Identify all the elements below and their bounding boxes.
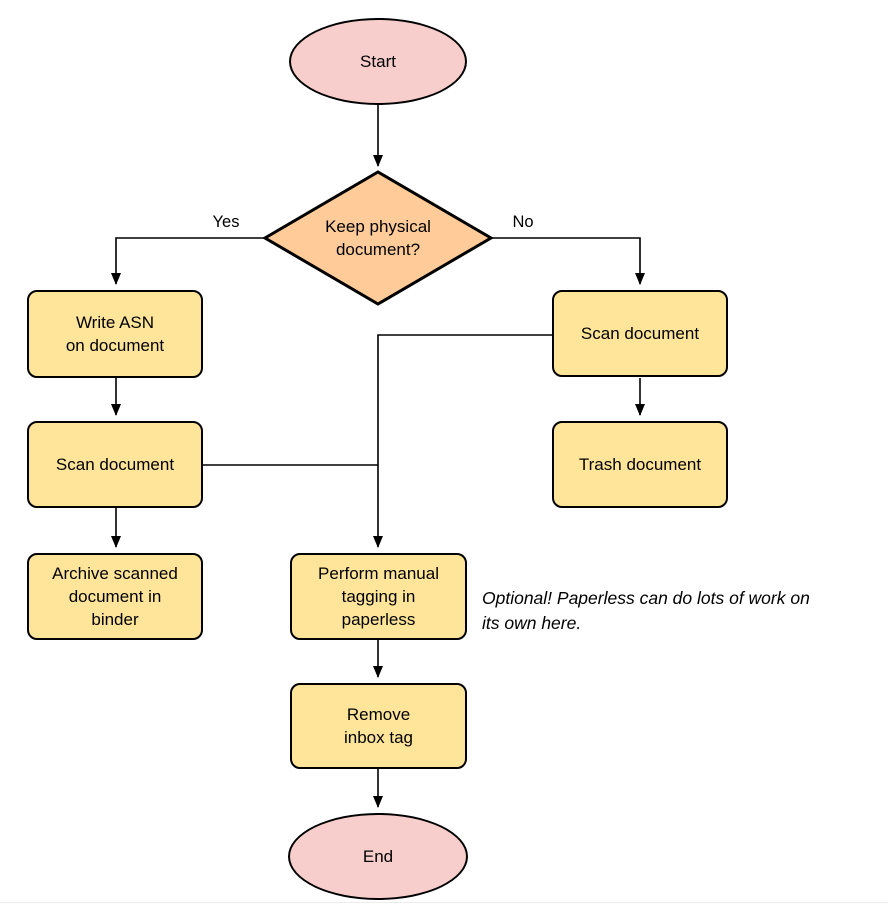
node-scan-document-right: Scan document	[552, 290, 728, 377]
edge-scan-right-to-tagging	[373, 334, 552, 548]
edge-label-no: No	[512, 213, 534, 231]
node-manual-tagging: Perform manual tagging in paperless	[290, 553, 467, 640]
node-end-label: End	[362, 847, 394, 866]
node-start-label: Start	[360, 52, 396, 71]
node-remove-inbox-tag: Remove inbox tag	[290, 683, 467, 769]
bottom-hairline	[0, 902, 888, 903]
node-archive-label: Archive scanned document in binder	[52, 564, 178, 629]
node-scan-right-label: Scan document	[580, 324, 700, 343]
node-write-asn: Write ASN on document	[27, 290, 203, 378]
edge-decision-no-to-scan-right	[491, 237, 645, 285]
node-tagging-label: Perform manual tagging in paperless	[318, 564, 439, 629]
edge-label-yes: Yes	[212, 213, 240, 231]
node-scan-document-left: Scan document	[27, 421, 203, 508]
node-end: End	[288, 813, 468, 900]
node-write-asn-label: Write ASN on document	[65, 313, 165, 355]
node-start: Start	[289, 18, 467, 105]
node-scan-left-label: Scan document	[55, 455, 175, 474]
node-trash-document: Trash document	[552, 421, 728, 508]
node-remove-inbox-label: Remove inbox tag	[344, 705, 413, 747]
node-decision-label: Keep physical document?	[325, 217, 431, 259]
edge-decision-yes-to-write-asn	[111, 237, 265, 285]
annotation-optional-note: Optional! Paperless can do lots of work …	[482, 588, 810, 633]
node-trash-label: Trash document	[578, 455, 702, 474]
decision-diamond-shape	[262, 170, 494, 306]
node-archive-binder: Archive scanned document in binder	[27, 553, 203, 640]
